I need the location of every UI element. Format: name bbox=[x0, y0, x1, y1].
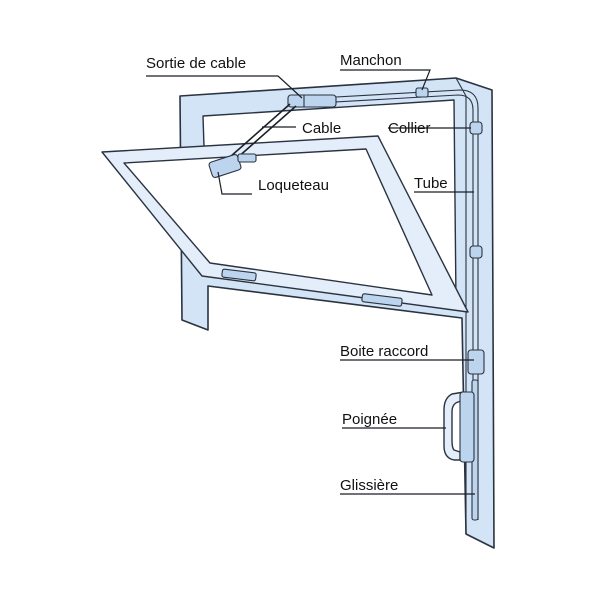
manchon-sleeve bbox=[415, 87, 429, 98]
label-cable: Cable bbox=[302, 120, 341, 137]
label-tube: Tube bbox=[414, 175, 448, 192]
tube-top-run bbox=[299, 89, 479, 520]
cable-line bbox=[221, 103, 291, 165]
loqueteau-keeper bbox=[237, 153, 257, 163]
labels: Sortie de cable Manchon Cable Collier Lo… bbox=[146, 52, 448, 494]
tilting-sash bbox=[101, 135, 469, 313]
cable-exit bbox=[287, 94, 337, 108]
tube-top-run-inner bbox=[299, 94, 474, 520]
hinge-right bbox=[361, 293, 403, 307]
label-loqueteau: Loqueteau bbox=[258, 177, 329, 194]
cable-tube bbox=[299, 87, 485, 521]
boite-raccord-box bbox=[467, 349, 485, 375]
latch-assembly bbox=[208, 103, 297, 179]
collier-clip-upper bbox=[469, 121, 483, 135]
handle-assembly bbox=[443, 391, 475, 463]
label-poignee: Poignée bbox=[342, 411, 397, 428]
hinge-left bbox=[221, 268, 257, 282]
collier-clip-lower bbox=[469, 245, 483, 259]
label-boite-raccord: Boite raccord bbox=[340, 343, 428, 360]
cable-exit-fitting bbox=[287, 94, 337, 108]
poignee-handle bbox=[443, 391, 465, 461]
leader-loqueteau bbox=[217, 171, 252, 195]
poignee-slider bbox=[459, 391, 475, 463]
leader-sortie-de-cable bbox=[146, 75, 303, 99]
leader-lines bbox=[146, 69, 475, 495]
label-collier: Collier bbox=[388, 120, 431, 137]
leader-manchon bbox=[340, 69, 431, 91]
sash-opening bbox=[123, 148, 433, 296]
label-glissiere: Glissière bbox=[340, 477, 398, 494]
label-sortie-de-cable: Sortie de cable bbox=[146, 55, 246, 72]
label-manchon: Manchon bbox=[340, 52, 402, 69]
